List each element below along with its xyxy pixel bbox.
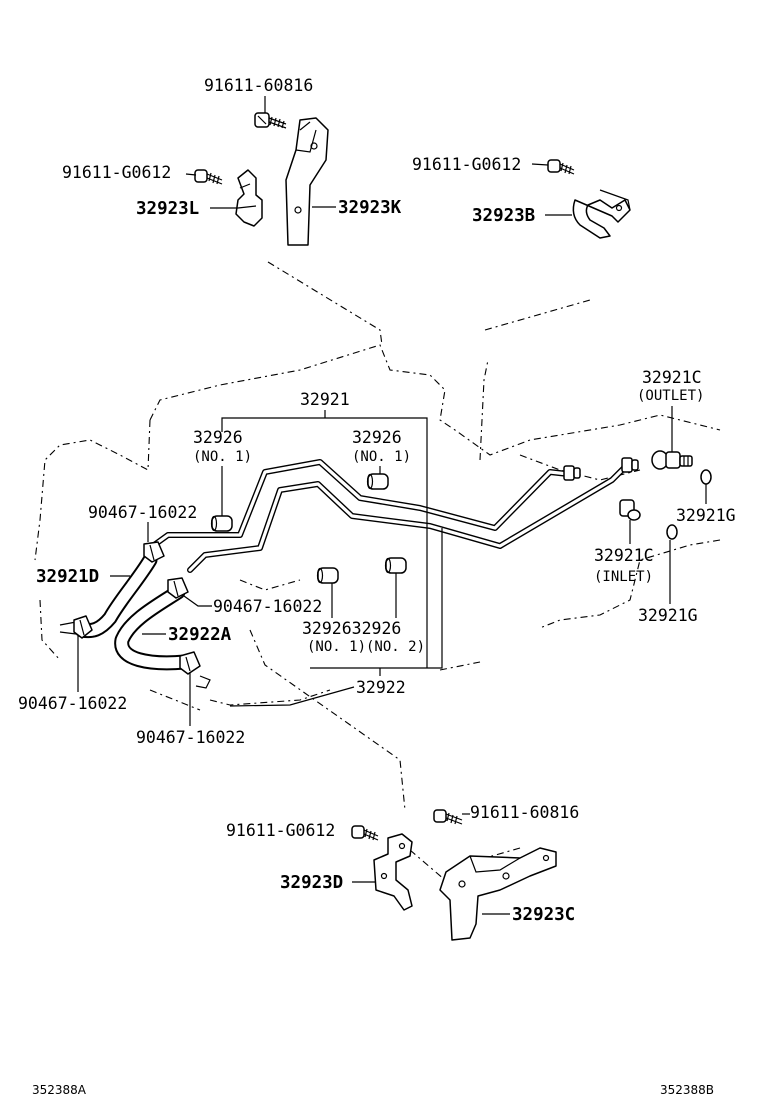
label-hose-32922a: 32922A [168,625,232,645]
cushion-left [210,515,233,532]
label-clamp-32923b: 32923B [472,206,535,226]
label-cushion-mid: 32926 [352,428,402,447]
clip-lower-left [73,615,93,639]
label-inlet-note: (INLET) [594,569,653,585]
label-bracket-32923d: 32923D [280,873,343,893]
cushion-lower-no2 [384,557,407,574]
label-hose-32921d: 32921D [36,567,99,587]
label-bolt-right-top: 91611-G0612 [412,155,521,174]
label-bolt-bottom-left: 91611-G0612 [226,821,335,840]
label-inlet-part: 32921C [594,546,654,565]
cooler-tube-32921 [147,457,639,573]
bolt-bottom-right [433,809,463,825]
bracket-32923l [235,169,263,227]
label-outlet-part: 32921C [642,368,702,387]
hose-32922a [114,584,193,671]
label-clip-upper: 90467-16022 [88,503,197,522]
gasket-lower [666,524,678,540]
leader-dashes [249,261,591,881]
code-left: 352388A [32,1083,87,1097]
label-bracket-32923c: 32923C [512,905,575,925]
gasket-upper [700,469,712,485]
bolt-top [254,112,287,129]
label-cushion-pair: 3292632926 [302,619,401,638]
code-right: 352388B [660,1083,714,1097]
bracket-32923d [373,833,413,911]
clip-upper [143,541,165,563]
clamp-32923b [572,189,631,239]
bracket-32923c [439,847,557,941]
bolt-left-top [194,169,223,185]
clip-lower [179,651,201,675]
body-outline [34,344,721,711]
label-clip-mid: 90467-16022 [213,597,322,616]
cushion-lower-no1 [316,567,339,584]
label-cushion-left: 32926 [193,428,243,447]
label-clip-lower-left: 90467-16022 [18,694,127,713]
clip-mid [167,577,189,599]
union-outlet [651,450,693,470]
label-bracket-32923l: 32923L [136,199,199,219]
label-bolt-top: 91611-60816 [204,76,313,95]
label-bolt-bottom-right: 91611-60816 [470,803,579,822]
bolt-right-top [547,159,575,175]
label-cushion-mid-no: (NO. 1) [352,449,411,465]
label-cushion-pair-no: (NO. 1)(NO. 2) [307,639,425,655]
bolt-bottom-left [351,825,379,841]
union-inlet [619,499,641,521]
label-clip-lower: 90467-16022 [136,728,245,747]
bracket-32923k [285,117,329,246]
label-bolt-left-top: 91611-G0612 [62,163,171,182]
label-outlet-note: (OUTLET) [637,388,704,404]
label-cushion-left-no: (NO. 1) [193,449,252,465]
label-tube-32921: 32921 [300,390,350,409]
label-gasket-lower: 32921G [638,606,698,625]
label-bracket-32923k: 32923K [338,198,402,218]
label-gasket-upper: 32921G [676,506,736,525]
cushion-mid [366,473,389,490]
label-tube-32922: 32922 [356,678,406,697]
